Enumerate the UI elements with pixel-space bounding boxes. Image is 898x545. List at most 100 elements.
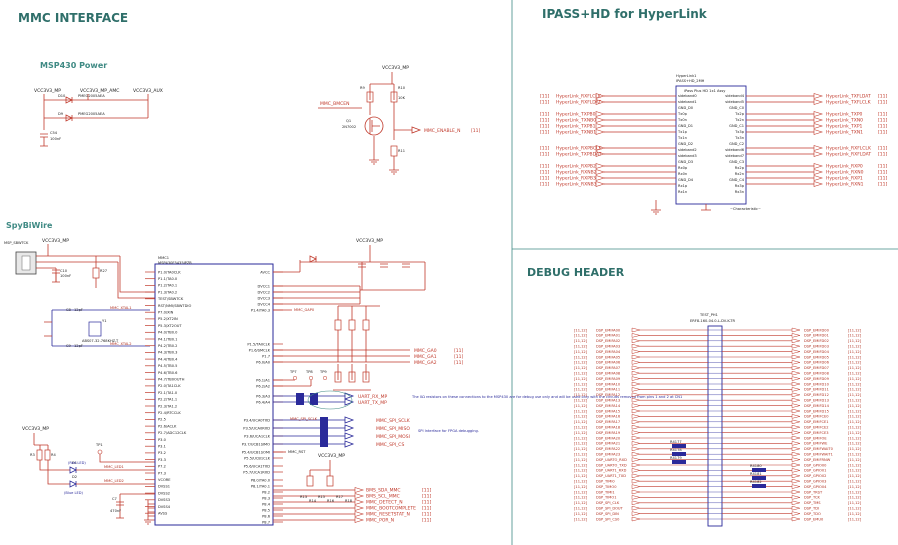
debug-right-label: DSP_TRST <box>804 490 823 494</box>
ipass-inner-pins: sideband0sideband1GND_D0Tx0pTx0nGND_D1Tx… <box>677 94 745 194</box>
net-vcc3v3-mp: VCC3V3_MP <box>34 88 61 94</box>
mcu-right-pin-label: P3.4/UCA0TXD <box>244 418 271 422</box>
debug-left-ref: [11,12] <box>574 409 588 413</box>
debug-left-ref: [11,12] <box>574 474 588 478</box>
ipass-inner-left-label: Tx0n <box>677 118 687 122</box>
net-uart-rx: UART_RX_MP <box>358 394 388 400</box>
ipass-right-label: HyperLink_TXN1 <box>826 130 863 136</box>
ipass-left-arrow <box>595 151 606 157</box>
ipass-left-arrow <box>595 123 606 129</box>
bms-resistor-label: R13 <box>300 495 307 499</box>
bms-resistor-label: R15 <box>318 495 325 499</box>
mcu-left-pin-label: P4.7/TB0OUTH <box>158 378 185 382</box>
ipass-right-arrow <box>813 181 824 187</box>
debug-resistor-label: R4181 <box>750 472 762 476</box>
net-spi-sclk: MMC_SPI_SCLK <box>376 418 411 424</box>
debug-left-label: DSP_EMIFA15 <box>596 409 620 413</box>
ref-ga1: [11] <box>454 354 463 360</box>
bms-net-ref: [11] <box>422 494 431 500</box>
ipass-left-label: HyperLink_RXNB3 <box>556 182 597 188</box>
debug-right-label: DSP_EMIFD01 <box>804 334 829 338</box>
bms-net-label: BMS_SDA_MMC <box>366 488 401 494</box>
label-tp8: TP8 <box>305 370 313 374</box>
bms-net-arrow <box>354 511 365 517</box>
debug-right-ref: [11,12] <box>848 463 862 467</box>
debug-right-ref: [11,12] <box>848 361 862 365</box>
ref-ga0: [11] <box>454 348 463 354</box>
ipass-inner-right-label: sideband7 <box>725 154 744 158</box>
label-c7: C7 <box>112 497 117 501</box>
label-blue-led: (Blue LED) <box>64 491 84 495</box>
bms-resistor-label: R17 <box>336 495 343 499</box>
ipass-inner-left-label: Rx1n <box>678 190 687 194</box>
ipass-left-label: HyperLink_RXPBCLK <box>556 146 603 152</box>
debug-left-label: DSP_EMIFA04 <box>596 350 621 354</box>
label-r3: R3 <box>30 453 35 457</box>
debug-right-label: DSP_EMIFCE3 <box>804 431 829 435</box>
bms-net-arrow <box>354 517 365 523</box>
label-ipass-characteristic: ~Characteristic~ <box>730 207 761 211</box>
ipass-inner-left-label: sideband3 <box>678 154 697 158</box>
debug-left-arrow <box>631 462 641 468</box>
ipass-left-arrow <box>595 93 606 99</box>
mcu-left-pin-label: P5.2/XT2IN <box>158 317 178 321</box>
ipass-inner-left-label: Rx1p <box>678 184 688 188</box>
ipass-left-label: HyperLink_RXPB3 <box>556 176 596 182</box>
debug-right-arrow <box>791 360 801 365</box>
debug-right-arrow <box>791 408 801 414</box>
mcu-left-pin-label: P4.0/TB0.0 <box>158 331 178 335</box>
label-debug-part: ERF8-160-04.0-L-DV-K-TR <box>690 319 735 323</box>
ipass-right-label: HyperLink_RXFLCLK <box>826 146 872 152</box>
debug-right-arrow <box>791 333 801 338</box>
debug-left-ref: [11,12] <box>574 361 588 365</box>
mcu-left-pins: P1.0/TA0CLKP1.1/TA0.0P1.2/TA0.1P1.3/TA0.… <box>145 270 191 516</box>
bms-net-label: MMC_RESETSTAT_N <box>366 512 410 518</box>
debug-resistor-label: R4177 <box>670 440 682 444</box>
debug-right-ref: [11,12] <box>848 507 862 511</box>
mcu-left-pin-label: DVSS4 <box>158 505 171 509</box>
net-mmc-led2: MMC_LED2 <box>104 479 124 483</box>
debug-right-arrow <box>791 370 801 376</box>
mcu-left-pin-label: P1.2/TA0.1 <box>158 284 177 288</box>
debug-right-ref: [11,12] <box>848 372 862 376</box>
ipass-right-ref: [11] <box>878 118 887 124</box>
net-mmc-xtal1: MMC_XTAL1 <box>110 306 132 310</box>
debug-right-arrow <box>791 457 801 462</box>
debug-right-ref: [11,12] <box>848 496 862 500</box>
ipass-right-ref: [11] <box>878 94 887 100</box>
mcu-right-pins: AVCCDVCC1DVCC2DVCC3DVCC4P1.4/TA0.3P1.5/T… <box>242 270 283 524</box>
debug-right-arrow <box>791 376 801 381</box>
debug-right-ref: [11,12] <box>848 415 862 419</box>
net-spi-sclk-left: MMC_SPI_SCLK <box>290 417 318 421</box>
debug-left-label: DSP_EMIFA05 <box>596 355 620 359</box>
ipass-left-ref: [11] <box>540 152 549 158</box>
net-mmc-rst: MMC_RST <box>288 450 306 454</box>
debug-right-ref: [11,12] <box>848 409 862 413</box>
ipass-right-arrow <box>813 111 824 117</box>
ipass-right-label: HyperLink_RXN0 <box>826 170 864 176</box>
bms-resistor-label: R14 <box>309 499 317 503</box>
ipass-left-ref: [11] <box>540 130 549 136</box>
mcu-right-pin-label: P1.7 <box>262 354 270 358</box>
net-spi-miso: MMC_SPI_MISO <box>376 426 410 432</box>
label-c7-value: 470nF <box>110 509 121 513</box>
debug-right-label: DSP_EMIFWAIT1 <box>804 453 833 457</box>
debug-left-arrow <box>631 457 641 462</box>
debug-left-ref: [11,12] <box>574 415 588 419</box>
debug-left-arrow <box>631 387 641 392</box>
debug-right-label: DSP_GPIO02 <box>804 474 826 478</box>
mcu-right-pin-label: P5.5/UCB1CLK <box>244 456 270 460</box>
label-r4: R4 <box>51 453 56 457</box>
net-mmc-ga2: MMC_GA2 <box>414 360 437 366</box>
mcu-left-pin-label: P2.1/TA1.0 <box>158 391 178 395</box>
debug-left-arrow <box>631 397 641 403</box>
mcu-right-pin-label: AVCC <box>260 270 270 274</box>
debug-left-label: DSP_TIMI1 <box>596 490 615 494</box>
mcu-right-pin-label: DVCC3 <box>258 296 270 300</box>
mcu-right-pin-label: P8.6 <box>262 514 271 518</box>
ipass-inner-right-label: GND_C3 <box>729 160 744 164</box>
ipass-left-arrow <box>595 169 606 175</box>
label-r11: R11 <box>398 149 405 153</box>
label-mcu-part: MSP430F5435IPZR <box>158 261 192 265</box>
